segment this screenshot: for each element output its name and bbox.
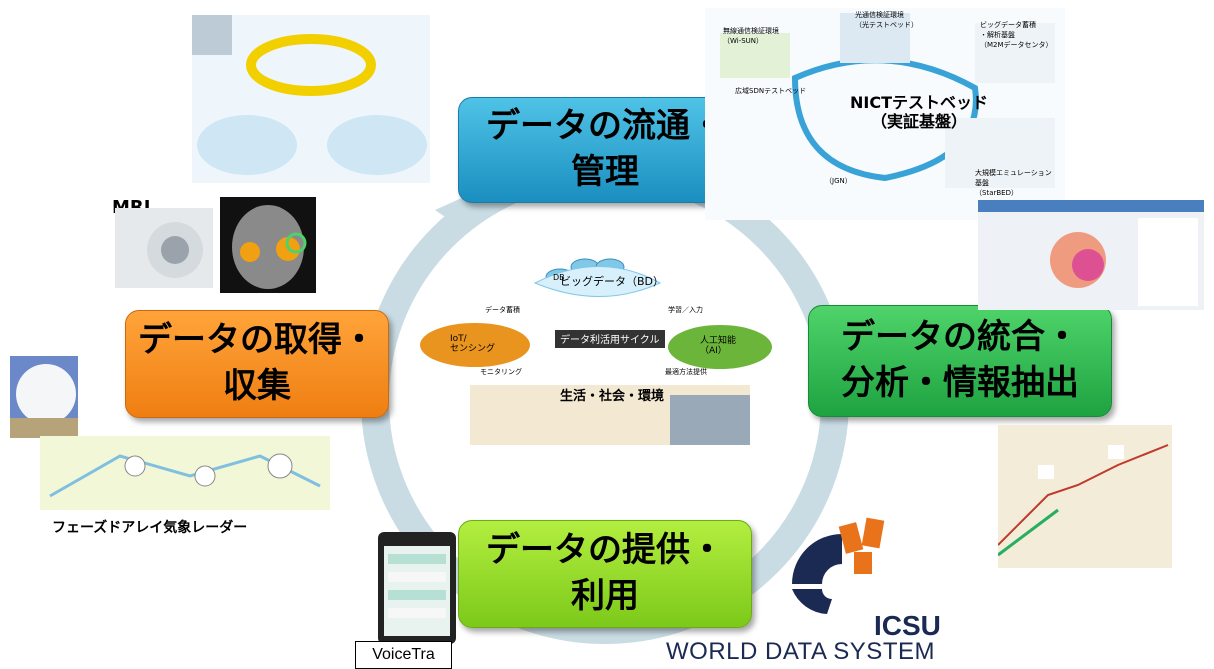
radar-caption: フェーズドアレイ気象レーダー [52,520,248,536]
voicetra-phone-art [384,546,450,636]
testbed-sdn: 広域SDNテストベッド [735,87,807,95]
testbed-main-label: NICTテストベッド （実証基盤） [850,93,988,131]
route-map-art [998,444,1169,557]
ai-label: 人工知能 （AI） [700,336,737,356]
data-utilization-cycle-illustration: ビッグデータ（BD） DB データ利活用サイクル IoT/ センシング 人工知能… [410,255,810,455]
stage-top-line2: 管理 [571,152,639,192]
optimal-label: 最適方法提供 [665,368,707,376]
stage-right-line2: 分析・情報抽出 [841,363,1079,403]
testbed-starbed: 大規模エミュレーション 基盤 （StarBED） [975,169,1052,197]
stage-provision-use: データの提供・ 利用 [458,520,752,628]
stage-left-line1: データの取得・ [138,320,376,361]
db-label: DB [553,273,565,282]
testbed-main: NICTテストベッド [850,93,989,112]
testbed-sub: （実証基盤） [871,112,968,132]
testbed-wisun: 無線通信検証環境 （Wi-SUN） [723,27,779,45]
stage-acquisition-collection: データの取得・ 収集 [125,310,389,418]
route-map-screenshot [998,425,1172,568]
radar-dome-photo [10,356,78,438]
nict-testbed-diagram: NICTテストベッド （実証基盤） 無線通信検証環境 （Wi-SUN） 光通信検… [705,8,1065,220]
stage-integration-analysis: データの統合・ 分析・情報抽出 [808,305,1112,417]
stage-distribution-management: データの流通・ 管理 [458,97,752,203]
mri-machine-photo [115,208,213,288]
society-label: 生活・社会・環境 [560,389,665,404]
brain-scan-image [220,197,316,293]
stage-left-line2: 収集 [223,366,291,406]
phased-array-art [49,453,321,498]
voicetra-label: VoiceTra [355,641,452,669]
mri-machine-art [147,222,203,278]
globe-logo-icon [792,517,885,614]
monitoring-label: モニタリング [480,368,522,376]
stage-bottom-line1: データの提供・ [486,530,724,571]
radar-dome-art [10,364,78,438]
testbed-jgn: （JGN） [825,177,852,185]
testbed-bigdata: ビッグデータ蓄積 ・解析基盤 （M2Mデータセンタ） [980,21,1053,49]
rain-map-screenshot [978,200,1204,310]
stage-top-line1: データの流通・ [486,106,724,147]
phased-array-diagram [40,436,330,510]
testbed-art [720,13,1055,188]
wds-text: WORLD DATA SYSTEM [666,638,935,665]
icsu-text: ICSU [874,610,941,641]
network-diagram-image [192,15,430,183]
network-art [192,15,427,175]
testbed-optical: 光通信検証環境 （光テストベッド） [855,11,918,29]
bigdata-abbr: （BD） [626,275,665,288]
icsu-wds-logo: ICSU [782,514,941,664]
voicetra-phone-image [378,532,456,644]
ring-arrowhead [435,192,475,232]
brain-scan-art [232,205,307,289]
cycle-illustration-art [420,258,772,445]
bigdata-text: ビッグデータ [560,275,626,288]
rain-map-art [978,200,1204,306]
data-collect-label: データ蓄積 [485,306,520,314]
stage-right-line1: データの統合・ [841,317,1079,358]
iot-label: IoT/ センシング [450,334,496,354]
cycle-label: データ利活用サイクル [560,335,660,346]
stage-bottom-line2: 利用 [571,576,639,616]
bigdata-label: ビッグデータ（BD） [560,273,664,289]
learn-input-label: 学習／入力 [668,306,703,314]
